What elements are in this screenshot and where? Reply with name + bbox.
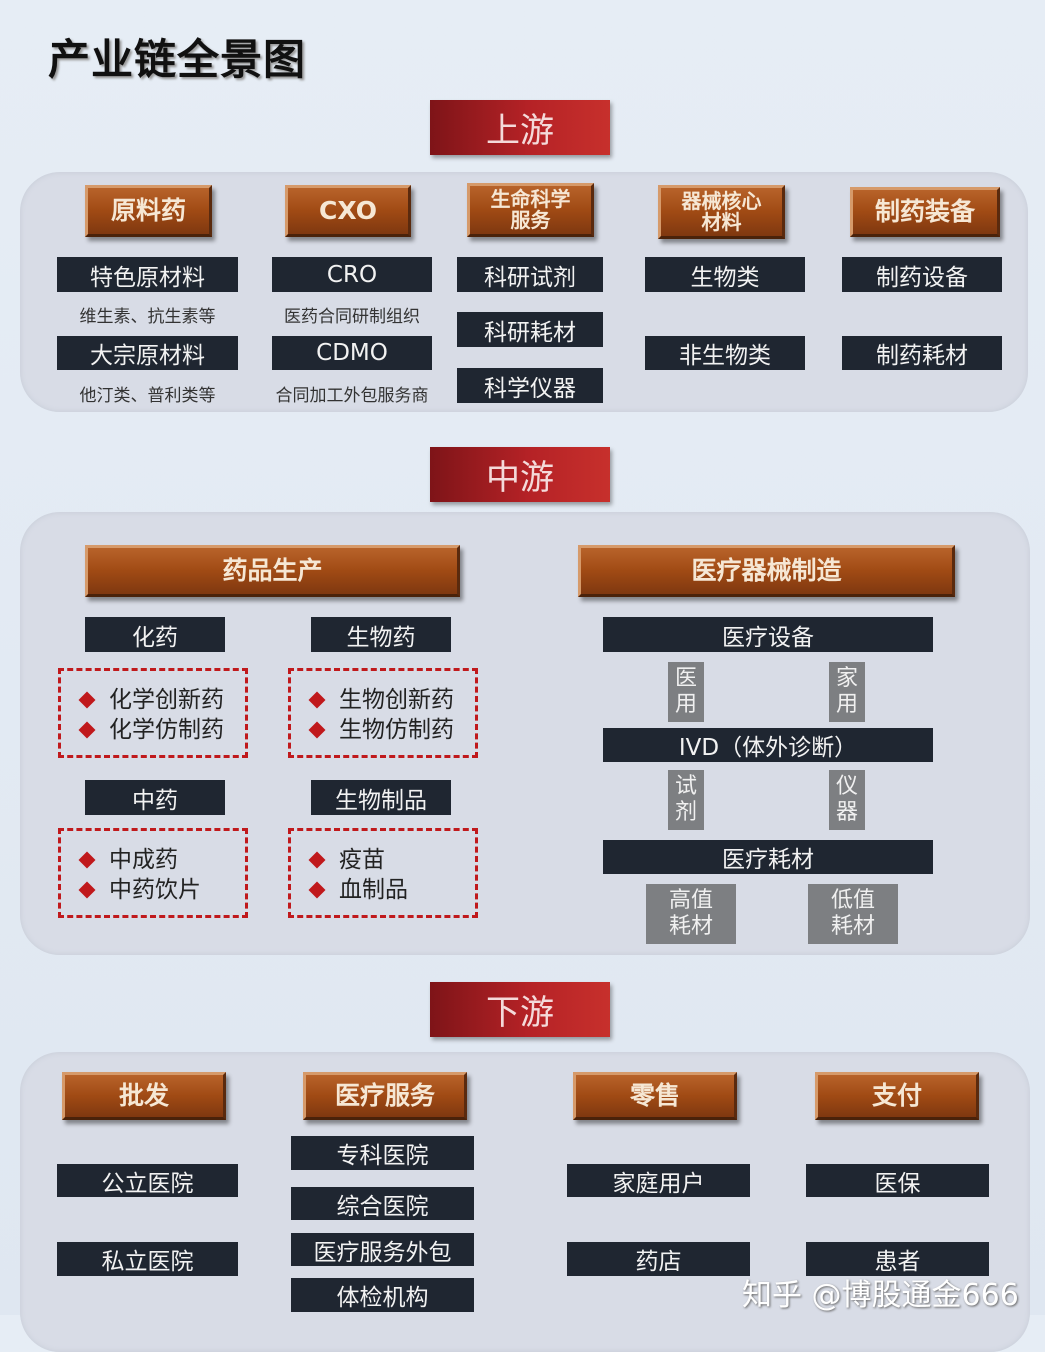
list-item: 疫苗: [339, 847, 385, 873]
box-lab-consumables: 科研耗材: [457, 312, 603, 347]
box-checkup-center: 体检机构: [291, 1278, 474, 1312]
category-cxo: CXO: [285, 185, 411, 237]
box-public-hospital: 公立医院: [57, 1164, 238, 1197]
box-home-use: 家用: [829, 662, 865, 722]
box-medical-equipment: 医疗设备: [603, 617, 933, 652]
box-biologic-drugs: 生物药: [311, 617, 451, 652]
diamond-bullet-icon: [78, 881, 96, 899]
list-chemical-drugs: 化学创新药 化学仿制药: [58, 668, 248, 758]
box-cro: CRO: [272, 257, 432, 292]
box-biological: 生物类: [645, 257, 805, 292]
box-medical-insurance: 医保: [806, 1164, 989, 1197]
note-cro: 医药合同研制组织: [284, 307, 420, 327]
box-tcm: 中药: [85, 780, 225, 815]
box-medical-consumables: 医疗耗材: [603, 840, 933, 874]
box-pharmacy: 药店: [567, 1242, 750, 1276]
list-biological-products: 疫苗 血制品: [288, 828, 478, 918]
category-retail: 零售: [573, 1072, 737, 1120]
list-biologic-drugs: 生物创新药 生物仿制药: [288, 668, 478, 758]
diamond-bullet-icon: [78, 851, 96, 869]
list-tcm: 中成药 中药饮片: [58, 828, 248, 918]
diamond-bullet-icon: [308, 721, 326, 739]
category-device-manufacturing: 医疗器械制造: [578, 545, 955, 597]
box-ivd: IVD（体外诊断）: [603, 728, 933, 762]
box-reagents: 科研试剂: [457, 257, 603, 292]
category-drug-production: 药品生产: [85, 545, 460, 597]
diamond-bullet-icon: [78, 721, 96, 739]
stage-upstream: 上游: [430, 100, 610, 155]
box-specialty-raw: 特色原材料: [57, 257, 238, 292]
list-item: 血制品: [339, 877, 408, 903]
list-item: 生物创新药: [339, 687, 454, 713]
box-instruments: 科学仪器: [457, 368, 603, 403]
box-service-outsourcing: 医疗服务外包: [291, 1233, 474, 1266]
box-bulk-raw: 大宗原材料: [57, 336, 238, 370]
category-device-materials: 器械核心材料: [658, 185, 785, 239]
category-medical-services: 医疗服务: [303, 1072, 467, 1120]
diamond-bullet-icon: [78, 691, 96, 709]
category-life-science: 生命科学服务: [467, 183, 594, 237]
watermark: 知乎 @博股通金666: [742, 1278, 1019, 1313]
box-cdmo: CDMO: [272, 336, 432, 370]
page-title: 产业链全景图: [48, 35, 307, 84]
box-specialty-hospital: 专科医院: [291, 1136, 474, 1170]
stage-midstream: 中游: [430, 447, 610, 502]
note-cdmo: 合同加工外包服务商: [275, 386, 429, 406]
box-chemical-drugs: 化药: [85, 617, 225, 652]
diamond-bullet-icon: [308, 881, 326, 899]
box-pharma-equipment: 制药设备: [842, 257, 1002, 292]
list-item: 化学创新药: [109, 687, 224, 713]
category-payment: 支付: [815, 1072, 979, 1120]
list-item: 中成药: [109, 847, 178, 873]
box-ivd-reagents: 试剂: [668, 770, 704, 830]
note-bulk-raw: 他汀类、普利类等: [79, 386, 216, 406]
box-non-biological: 非生物类: [645, 336, 805, 370]
box-general-hospital: 综合医院: [291, 1187, 474, 1220]
category-api: 原料药: [85, 185, 212, 237]
list-item: 生物仿制药: [339, 717, 454, 743]
list-item: 化学仿制药: [109, 717, 224, 743]
box-medical-use: 医用: [668, 662, 704, 722]
box-private-hospital: 私立医院: [57, 1242, 238, 1276]
box-low-value: 低值耗材: [808, 884, 898, 944]
box-pharma-consumables: 制药耗材: [842, 336, 1002, 370]
category-pharma-equipment: 制药装备: [850, 187, 1000, 237]
category-wholesale: 批发: [62, 1072, 226, 1120]
note-specialty-raw: 维生素、抗生素等: [79, 307, 216, 327]
box-household: 家庭用户: [567, 1164, 750, 1197]
diamond-bullet-icon: [308, 851, 326, 869]
box-high-value: 高值耗材: [646, 884, 736, 944]
box-biological-products: 生物制品: [311, 780, 451, 815]
stage-downstream: 下游: [430, 982, 610, 1037]
box-ivd-instruments: 仪器: [829, 770, 865, 830]
diamond-bullet-icon: [308, 691, 326, 709]
list-item: 中药饮片: [109, 877, 201, 903]
box-patient: 患者: [806, 1242, 989, 1276]
